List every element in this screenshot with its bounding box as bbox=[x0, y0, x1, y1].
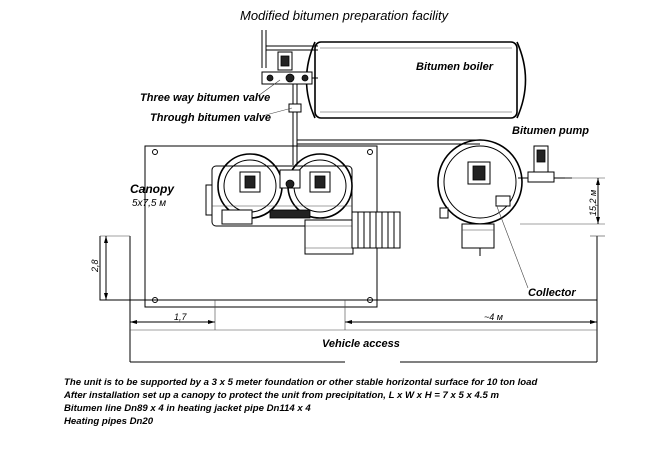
label-collector: Collector bbox=[528, 287, 576, 299]
note-line: The unit is to be supported by a 3 x 5 m… bbox=[64, 377, 538, 388]
label-through-valve: Through bitumen valve bbox=[150, 112, 271, 124]
label-canopy-size: 5x7,5 м bbox=[132, 198, 166, 209]
bitumen-boiler bbox=[305, 41, 527, 119]
note-line: After installation set up a canopy to pr… bbox=[64, 390, 500, 401]
label-pump: Bitumen pump bbox=[512, 125, 589, 137]
three-way-valve bbox=[261, 51, 318, 85]
stairs bbox=[351, 211, 401, 249]
heating-unit bbox=[205, 153, 354, 255]
left-dimension bbox=[104, 236, 108, 300]
feed-pipe bbox=[261, 30, 318, 68]
note-line: Bitumen line Dn89 x 4 in heating jacket … bbox=[64, 403, 311, 414]
left-dimension-label: 2,8 bbox=[90, 259, 100, 273]
bottom-left-dimension-label: 1,7 bbox=[174, 312, 188, 322]
right-dimension bbox=[520, 177, 605, 225]
bitumen-pump bbox=[518, 145, 572, 183]
label-three-way-valve: Three way bitumen valve bbox=[140, 92, 270, 104]
collector-tank bbox=[437, 139, 523, 256]
bottom-dimensions bbox=[130, 300, 597, 330]
label-vehicle-access: Vehicle access bbox=[322, 338, 400, 350]
notes-block: The unit is to be supported by a 3 x 5 m… bbox=[64, 376, 664, 428]
bottom-right-dimension-label: ~4 м bbox=[484, 312, 503, 322]
note-line: Heating pipes Dn20 bbox=[64, 416, 154, 427]
bitumen-line bbox=[288, 84, 302, 165]
right-dimension-label: 15,2 м bbox=[588, 190, 598, 216]
site-outline bbox=[99, 235, 605, 363]
drawing-title: Modified bitumen preparation facility bbox=[240, 8, 450, 23]
label-boiler: Bitumen boiler bbox=[416, 61, 494, 73]
label-canopy: Canopy bbox=[130, 182, 175, 196]
